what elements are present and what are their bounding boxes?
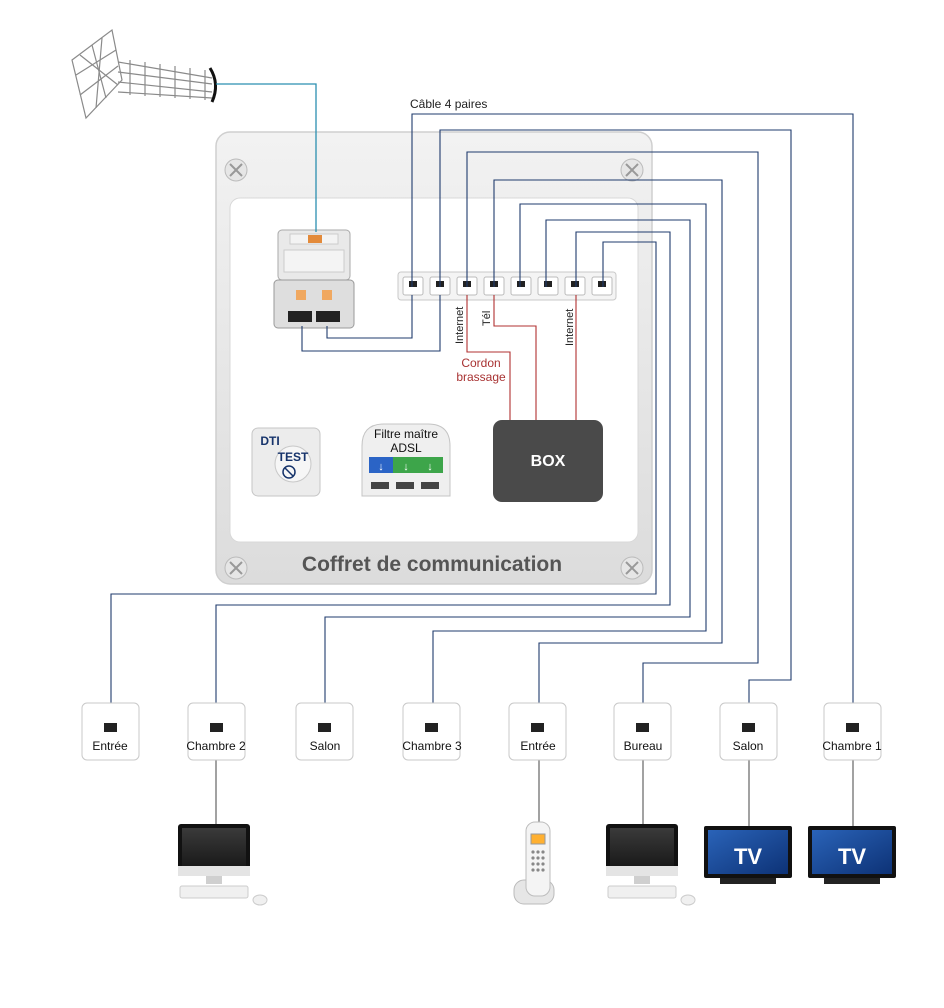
cable-entree-1 xyxy=(110,241,657,703)
splitter-link-2 xyxy=(326,295,413,339)
splitter-link-1 xyxy=(301,295,441,352)
computer-icon xyxy=(606,824,696,906)
coffret-frame: Coffret de communication xyxy=(215,131,653,585)
cordless-phone-icon xyxy=(513,821,555,905)
svg-text:Chambre 3: Chambre 3 xyxy=(402,739,462,753)
patch-panel xyxy=(397,271,617,301)
rj45-port-icon xyxy=(537,276,559,296)
tv-splitter xyxy=(273,229,355,329)
rj45-port-icon xyxy=(591,276,613,296)
tv-icon: TV xyxy=(808,826,896,884)
antenna-cable xyxy=(216,83,317,232)
svg-text:brassage: brassage xyxy=(456,370,506,384)
cable-chambre-3 xyxy=(432,203,707,703)
svg-text:TV: TV xyxy=(838,844,866,869)
svg-text:Cordon: Cordon xyxy=(461,356,500,370)
internet-box: BOX xyxy=(493,420,603,502)
dti-test-socket: DTI TEST xyxy=(251,427,321,497)
screw-icon xyxy=(620,158,644,182)
svg-text:Filtre maître: Filtre maître xyxy=(374,427,438,441)
adsl-master-filter: Filtre maître ADSL ↓ ↓ ↓ xyxy=(361,423,451,497)
cable-salon-1 xyxy=(324,219,691,703)
wall-outlet: Salon xyxy=(719,702,778,761)
wall-outlet: Chambre 1 xyxy=(822,702,882,761)
rj45-port-icon xyxy=(564,276,586,296)
cable-salon-2 xyxy=(439,129,792,703)
tv-icon: TV xyxy=(704,826,792,884)
box-label: BOX xyxy=(531,453,566,470)
wall-outlet: Chambre 3 xyxy=(402,702,462,761)
cable-entree-2 xyxy=(493,179,723,703)
patch-cord-tel xyxy=(493,295,537,422)
port-label-tel: Tél xyxy=(481,311,493,326)
svg-text:↓: ↓ xyxy=(378,461,384,473)
computer-icon xyxy=(178,824,268,906)
svg-text:Salon: Salon xyxy=(310,739,341,753)
wall-outlet: Bureau xyxy=(613,702,672,761)
svg-text:ADSL: ADSL xyxy=(390,441,422,455)
wall-outlet: Entrée xyxy=(81,702,140,761)
rj45-port-icon xyxy=(402,276,424,296)
rj45-port-icon xyxy=(510,276,532,296)
coffret-title: Coffret de communication xyxy=(302,553,562,576)
patch-cord-internet-1 xyxy=(466,295,511,422)
svg-text:TEST: TEST xyxy=(278,450,309,464)
cable-chambre-2 xyxy=(215,231,671,703)
screw-icon xyxy=(620,556,644,580)
wall-outlet: Salon xyxy=(295,702,354,761)
svg-text:Salon: Salon xyxy=(733,739,764,753)
port-label-internet-2: Internet xyxy=(564,309,576,346)
svg-text:TV: TV xyxy=(734,844,762,869)
svg-text:Entrée: Entrée xyxy=(92,739,128,753)
svg-text:DTI: DTI xyxy=(260,434,279,448)
patch-cord-label: Cordon brassage xyxy=(452,354,508,384)
cables xyxy=(110,83,854,826)
antenna-icon xyxy=(71,28,217,120)
cable-chambre-1 xyxy=(411,113,854,703)
cable-bureau xyxy=(466,151,759,703)
wall-outlet: Entrée xyxy=(508,702,567,761)
svg-text:Bureau: Bureau xyxy=(624,739,663,753)
screw-icon xyxy=(224,158,248,182)
svg-text:Entrée: Entrée xyxy=(520,739,556,753)
phone-test-icon xyxy=(282,465,296,479)
svg-text:↓: ↓ xyxy=(403,461,409,473)
cable-label: Câble 4 paires xyxy=(410,97,487,111)
svg-text:↓: ↓ xyxy=(427,461,433,473)
screw-icon xyxy=(224,556,248,580)
wall-outlet: Chambre 2 xyxy=(186,702,246,761)
svg-text:Chambre 2: Chambre 2 xyxy=(186,739,246,753)
svg-text:Chambre 1: Chambre 1 xyxy=(822,739,882,753)
port-label-internet-1: Internet xyxy=(454,307,466,344)
